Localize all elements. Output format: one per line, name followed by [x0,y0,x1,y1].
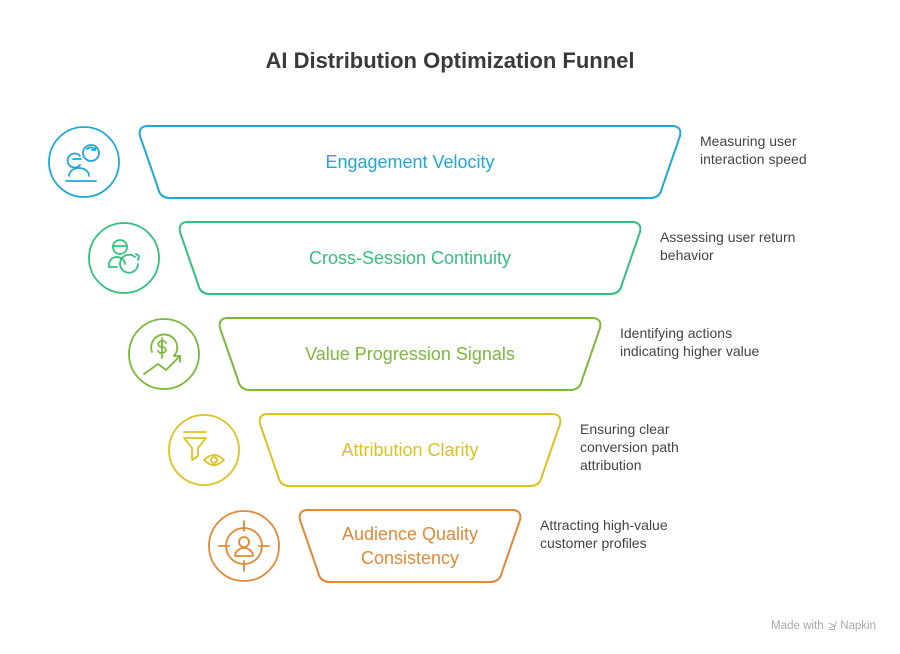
user-return-icon [88,222,160,294]
stage-description-line: Ensuring clear [580,421,670,437]
stage-description-line: interaction speed [700,151,807,167]
funnel-eye-icon [168,414,240,486]
stage-description-line: customer profiles [540,535,647,551]
stage-label-line: Audience Quality [341,524,479,544]
target-user-icon [208,510,280,582]
stage-label: Value Progression Signals [218,342,602,366]
stage-description: Identifying actions indicating higher val… [620,324,810,360]
stage-description-line: Measuring user [700,133,797,149]
funnel-stage-4 [258,413,562,487]
stage-label-line: Cross-Session Continuity [308,248,512,268]
stage-description-line: Attracting high-value [540,517,668,533]
stage-description: Attracting high-value customer profiles [540,516,730,552]
stage-description: Measuring user interaction speed [700,132,890,168]
funnel-stage-2 [178,221,642,295]
stage-label: Engagement Velocity [138,150,682,174]
stage-description-line: Assessing user return [660,229,796,245]
napkin-logo-icon: ≱ [828,619,836,633]
stage-description-line: behavior [660,247,714,263]
funnel-stage-1 [138,125,682,199]
stage-label-line: Engagement Velocity [325,152,495,172]
dollar-trend-up-icon [128,318,200,390]
stage-description-line: attribution [580,457,642,473]
stage-description-line: Identifying actions [620,325,733,341]
stage-label: Attribution Clarity [258,438,562,462]
stage-description-line: indicating higher value [620,343,760,359]
stage-description: Assessing user return behavior [660,228,850,264]
stage-description-line: conversion path [580,439,679,455]
made-with-napkin-footer[interactable]: Made with ≱ Napkin [771,619,876,633]
napkin-brand-text: Napkin [840,620,876,632]
stage-label-line: Value Progression Signals [305,344,515,364]
funnel-stage-3 [218,317,602,391]
stage-label-line: Attribution Clarity [341,440,479,460]
user-engagement-rotate-icon [48,126,120,198]
funnel-stage-5 [298,509,522,583]
stage-label-line: Consistency [360,548,460,568]
stage-description: Ensuring clear conversion path attribution [580,420,770,474]
stage-label: Cross-Session Continuity [178,246,642,270]
made-with-text: Made with [771,620,824,632]
diagram-title: AI Distribution Optimization Funnel [265,48,635,73]
